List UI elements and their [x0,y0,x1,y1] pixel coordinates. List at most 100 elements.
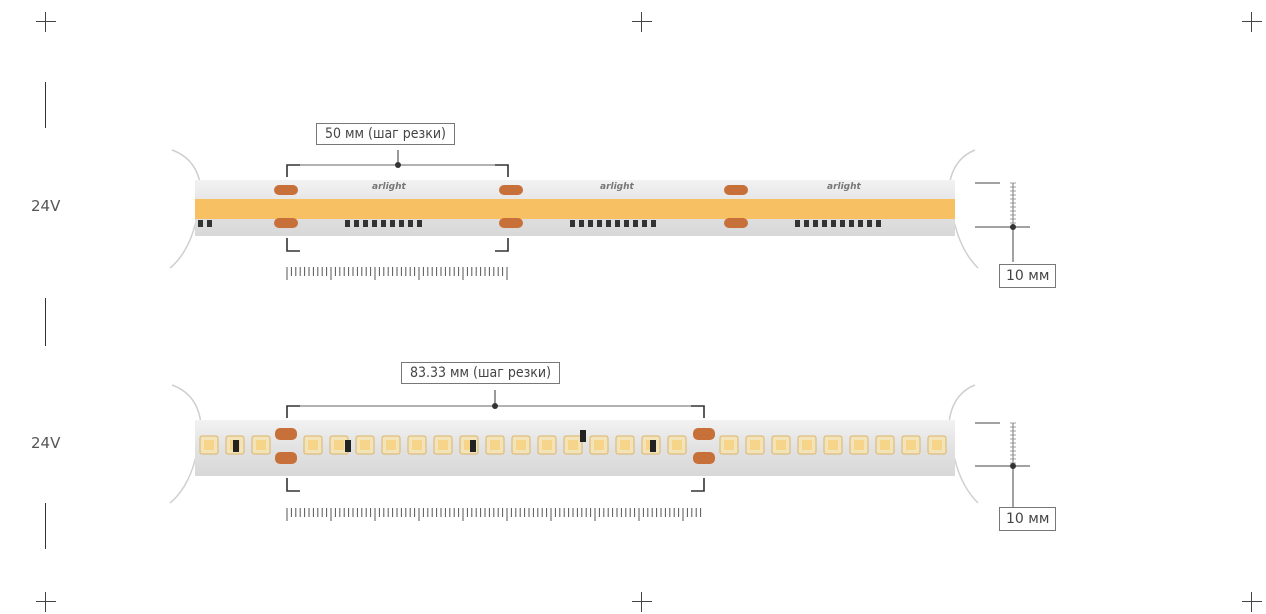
resistor-chip [642,220,647,227]
led-phosphor [464,440,474,450]
strip2-ruler [286,508,702,521]
guide-line [45,503,46,549]
strip1-leader-dot [395,162,401,168]
led-phosphor [724,440,734,450]
crop-mark-top-center [632,12,652,32]
led-phosphor [438,440,448,450]
strip1-brand-mark: arlight [372,182,406,192]
led-phosphor [620,440,630,450]
led-phosphor [412,440,422,450]
crop-mark-top-right [1242,12,1262,32]
strip1-brand-mark: arlight [827,182,861,192]
strip2-voltage-label: 24V [31,434,61,452]
led-phosphor [568,440,578,450]
resistor-chip [198,220,203,227]
led-phosphor [360,440,370,450]
resistor-chip [804,220,809,227]
led-phosphor [542,440,552,450]
resistor-chip [588,220,593,227]
resistor-chip [606,220,611,227]
strip2 [169,384,979,504]
strip2-cut-step-label: 83.33 мм (шаг резки) [401,362,560,384]
solder-pad [499,185,523,195]
led-phosphor [854,440,864,450]
crop-mark-top-left [36,12,56,32]
led-phosphor [516,440,526,450]
resistor-chip [650,440,656,452]
resistor-chip [399,220,404,227]
resistor-chip [795,220,800,227]
solder-pad [499,218,523,228]
guide-line [45,298,46,346]
solder-pad [274,218,298,228]
strip2-width-label: 10 мм [999,507,1057,531]
strip1-width-dot [1010,224,1016,230]
strip1-cut-step-label: 50 мм (шаг резки) [316,123,455,145]
resistor-chip [233,440,239,452]
resistor-chip [470,440,476,452]
resistor-chip [651,220,656,227]
led-phosphor [308,440,318,450]
led-phosphor [334,440,344,450]
guide-line [45,82,46,128]
led-phosphor [256,440,266,450]
solder-pad [693,452,715,464]
resistor-chip [849,220,854,227]
resistor-chip [417,220,422,227]
solder-pad [275,452,297,464]
resistor-chip [876,220,881,227]
strip1-width-indicator [975,182,1030,262]
solder-pad [274,185,298,195]
strip2-width-indicator [975,422,1030,508]
led-phosphor [802,440,812,450]
strip1-cob-band [195,199,955,219]
resistor-chip [363,220,368,227]
strip2-leader-dot [492,403,498,409]
solder-pad [275,428,297,440]
led-phosphor [828,440,838,450]
led-phosphor [880,440,890,450]
strip2-width-dot [1010,463,1016,469]
crop-mark-bottom-center [632,592,652,612]
led-phosphor [594,440,604,450]
resistor-chip [813,220,818,227]
strip1-ruler [286,267,508,280]
resistor-chip [633,220,638,227]
resistor-chip [579,220,584,227]
solder-pad [724,185,748,195]
led-phosphor [750,440,760,450]
led-phosphor [386,440,396,450]
resistor-chip [831,220,836,227]
strip1 [169,149,979,269]
strip1-voltage-label: 24V [31,197,61,215]
resistor-chip [580,430,586,442]
strip1-brand-mark: arlight [600,182,634,192]
resistor-chip [345,220,350,227]
resistor-chip [867,220,872,227]
resistor-chip [381,220,386,227]
resistor-chip [624,220,629,227]
resistor-chip [354,220,359,227]
resistor-chip [840,220,845,227]
solder-pad [724,218,748,228]
resistor-chip [390,220,395,227]
resistor-chip [372,220,377,227]
resistor-chip [858,220,863,227]
led-phosphor [932,440,942,450]
led-phosphor [204,440,214,450]
led-phosphor [906,440,916,450]
crop-mark-bottom-left [36,592,56,612]
led-phosphor [490,440,500,450]
solder-pad [693,428,715,440]
resistor-chip [822,220,827,227]
resistor-chip [408,220,413,227]
resistor-chip [570,220,575,227]
resistor-chip [207,220,212,227]
resistor-chip [345,440,351,452]
crop-mark-bottom-right [1242,592,1262,612]
led-phosphor [776,440,786,450]
strip1-width-label: 10 мм [999,264,1057,288]
led-phosphor [672,440,682,450]
resistor-chip [597,220,602,227]
